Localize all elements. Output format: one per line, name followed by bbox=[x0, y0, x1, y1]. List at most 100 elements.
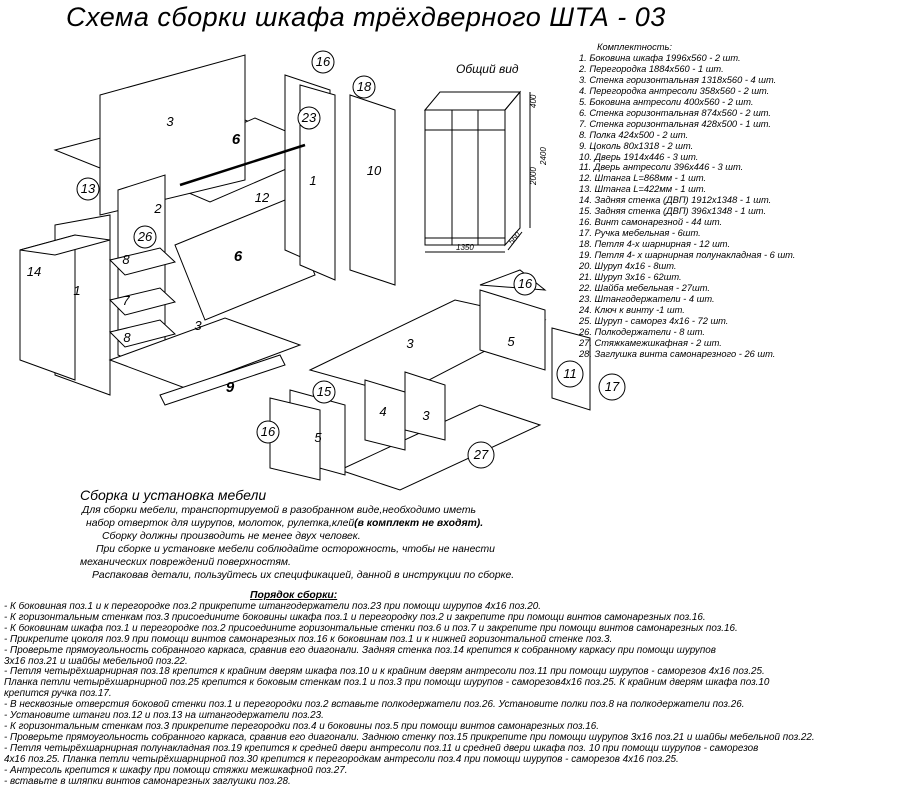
step-line: - Проверьте прямоугольность собранного к… bbox=[4, 732, 815, 743]
step-line: - вставьте в шляпки винтов самонарезных … bbox=[4, 776, 291, 787]
intro-line: Сборку должны производить не менее двух … bbox=[102, 531, 361, 543]
mezz-side-5-right bbox=[479, 289, 546, 371]
step-line: - Петля четырёхшарнирная полунакладная п… bbox=[4, 743, 759, 754]
label-3-mezz-b: 3 bbox=[422, 408, 430, 423]
label-10: 10 bbox=[367, 163, 382, 178]
parts-item: 9. Цоколь 80х1318 - 2 шт. bbox=[579, 140, 694, 151]
callout-16-bottom bbox=[256, 420, 280, 444]
back-panel-14 bbox=[19, 234, 76, 381]
parts-item: 13. Штанга L=422мм - 1 шт. bbox=[579, 184, 707, 195]
callout-15 bbox=[312, 380, 336, 404]
label-15: 15 bbox=[317, 384, 332, 399]
label-18: 18 bbox=[357, 79, 372, 94]
parts-item: 21. Шуруп 3х16 - 62шт. bbox=[579, 272, 682, 283]
intro-line: механических повреждений поверхностям. bbox=[80, 557, 291, 569]
label-1-left: 1 bbox=[73, 283, 80, 298]
label-4: 4 bbox=[379, 404, 386, 419]
parts-item: 3. Стенка горизонтальная 1318х560 - 4 шт… bbox=[579, 74, 777, 85]
step-line: - К боковинам шкафа поз.1 и перегородке … bbox=[4, 623, 738, 634]
parts-item: 20. Шуруп 4х16 - 8шт. bbox=[579, 261, 677, 272]
label-14: 14 bbox=[27, 264, 41, 279]
callout-18 bbox=[352, 75, 376, 99]
assembly-title: Сборка и установка мебели bbox=[80, 487, 267, 503]
label-3-top: 3 bbox=[166, 114, 174, 129]
label-3-mezz: 3 bbox=[406, 336, 414, 351]
parts-item: 10. Дверь 1914х446 - 3 шт. bbox=[579, 151, 699, 162]
mezz-partition-4 bbox=[364, 379, 406, 451]
page-title: Схема сборки шкафа трёхдверного ШТА - 03 bbox=[66, 2, 666, 32]
step-line: - Петля четырёхшарнирная поз.18 крепится… bbox=[4, 667, 765, 678]
shelf-8-lower bbox=[109, 319, 177, 348]
step-line: - Антресоль крепится к шкафу при помощи … bbox=[4, 765, 348, 776]
dim-depth: 560 bbox=[507, 230, 523, 246]
parts-item: 28. Заглушка винта самонарезного - 26 шт… bbox=[579, 348, 776, 359]
label-16-bottom: 16 bbox=[261, 424, 276, 439]
intro-line: При сборке и установке мебели соблюдайте… bbox=[96, 544, 495, 556]
step-line: 3х16 поз.21 и шайбы мебельной поз.22. bbox=[4, 656, 188, 667]
parts-item: 11. Дверь антресоли 396х446 - 3 шт. bbox=[579, 162, 744, 173]
shelf-8-upper bbox=[109, 247, 177, 276]
callout-27 bbox=[467, 441, 495, 469]
door-10-b bbox=[349, 94, 396, 286]
label-16-top: 16 bbox=[316, 54, 331, 69]
label-5-right: 5 bbox=[507, 334, 515, 349]
parts-item: 19. Петля 4- х шарнирная полунакладная -… bbox=[579, 250, 796, 261]
callout-26 bbox=[133, 225, 157, 249]
parts-list: Комплектность: 1. Боковина шкафа 1996х56… bbox=[579, 42, 909, 360]
label-5-left: 5 bbox=[314, 430, 322, 445]
door-10-a bbox=[299, 84, 336, 281]
parts-item: 1. Боковина шкафа 1996х560 - 2 шт. bbox=[579, 52, 741, 63]
parts-header: Комплектность: bbox=[597, 42, 672, 52]
parts-item: 25. Шуруп - саморез 4х16 - 72 шт. bbox=[579, 315, 729, 326]
label-16-right: 16 bbox=[518, 276, 533, 291]
step-line: крепится ручка поз.17. bbox=[4, 689, 112, 700]
mezz-back-15 bbox=[269, 397, 321, 481]
label-23: 23 bbox=[301, 110, 317, 125]
step-line: - В несквозные отверстия боковой стенки … bbox=[4, 700, 745, 711]
label-8-lower: 8 bbox=[123, 330, 131, 345]
callout-23 bbox=[297, 106, 321, 130]
callout-16-right bbox=[513, 272, 537, 296]
order-title: Порядок сборки: bbox=[250, 590, 338, 601]
parts-item: 14. Задняя стенка (ДВП) 1912х1348 - 1 шт… bbox=[579, 195, 772, 206]
plinth-9 bbox=[159, 354, 286, 406]
parts-item: 6. Стенка горизонтальная 874х560 - 2 шт. bbox=[579, 107, 772, 118]
dim-height-top: 400 bbox=[529, 94, 538, 108]
parts-item: 23. Штангодержатели - 4 шт. bbox=[579, 293, 715, 304]
label-11: 11 bbox=[563, 366, 577, 381]
label-27: 27 bbox=[473, 447, 489, 462]
callout-17 bbox=[598, 373, 626, 401]
assembly-steps: - К боковиная поз.1 и к перегородке поз.… bbox=[4, 602, 910, 787]
callout-16-top bbox=[311, 50, 335, 74]
label-26: 26 bbox=[137, 229, 153, 244]
dim-width: 1350 bbox=[456, 243, 474, 252]
step-line: - Прикрепите цоколя поз.9 при помощи вин… bbox=[4, 634, 613, 645]
label-6-upper: 6 bbox=[232, 131, 241, 148]
intro-text: Для сборки мебели, транспортируемой в ра… bbox=[80, 504, 550, 583]
parts-item: 18. Петля 4-х шарнирная - 12 шт. bbox=[579, 239, 731, 250]
label-17: 17 bbox=[605, 379, 620, 394]
label-3-bottom: 3 bbox=[194, 318, 202, 333]
parts-item: 24. Ключ к винту -1 шт. bbox=[579, 304, 685, 315]
parts-item: 12. Штанга L=868мм - 1 шт. bbox=[579, 173, 707, 184]
label-8-upper: 8 bbox=[122, 252, 130, 267]
shelf-7 bbox=[109, 287, 177, 316]
intro-note: (в комплект не входят). bbox=[354, 518, 484, 530]
parts-item: 7. Стенка горизонтальная 428х500 - 1 шт. bbox=[579, 118, 772, 129]
dim-height-total: 2400 bbox=[539, 147, 548, 166]
label-1-right: 1 bbox=[309, 173, 316, 188]
parts-item: 16. Винт самонарезной - 44 шт. bbox=[579, 217, 723, 228]
overall-view-cabinet bbox=[423, 90, 531, 253]
label-12: 12 bbox=[255, 190, 270, 205]
step-line: - К боковиная поз.1 и к перегородке поз.… bbox=[4, 602, 542, 612]
step-line: 4х16 поз.25. Планка петли четырёхшарнирн… bbox=[4, 754, 679, 765]
parts-item: 26. Полкодержатели - 8 шт. bbox=[579, 326, 705, 337]
intro-line: Распаковав детали, пользуйтесь их специф… bbox=[92, 570, 515, 582]
label-13: 13 bbox=[81, 181, 96, 196]
panel-3-bottom bbox=[108, 317, 302, 389]
step-line: - Установите штанги поз.12 и поз.13 на ш… bbox=[4, 711, 324, 722]
intro-line: набор отверток для шурупов, молоток, рул… bbox=[80, 517, 550, 530]
label-7: 7 bbox=[122, 293, 130, 308]
callout-13 bbox=[76, 177, 100, 201]
